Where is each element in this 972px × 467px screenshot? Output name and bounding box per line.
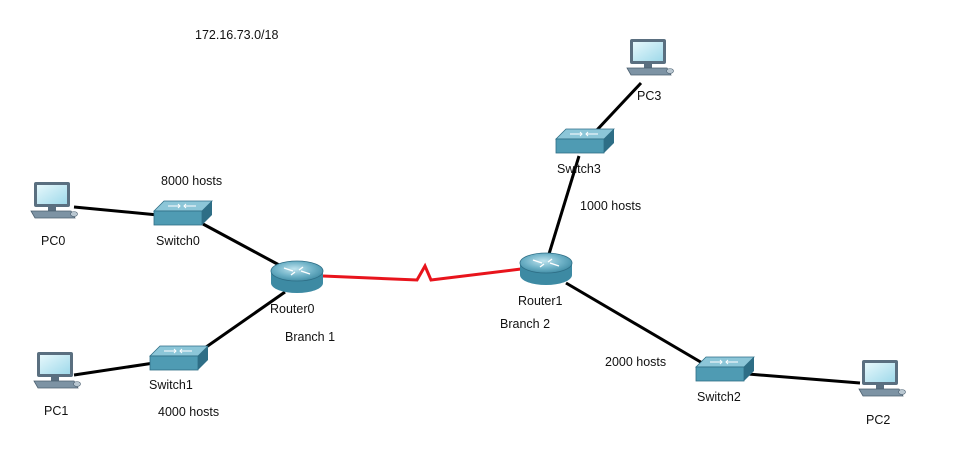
link-switch3-pc3[interactable] bbox=[594, 81, 643, 133]
switch0-label: Switch0 bbox=[156, 234, 200, 248]
branch1-note: Branch 1 bbox=[285, 330, 335, 344]
switch2-hosts-note: 2000 hosts bbox=[605, 355, 666, 369]
switch3-icon[interactable] bbox=[555, 128, 615, 154]
pc0-label: PC0 bbox=[41, 234, 65, 248]
device-labels: PC0 PC1 PC2 PC3 Switch0 Switch1 Switch2 … bbox=[41, 89, 890, 427]
switch1-icon[interactable] bbox=[149, 345, 209, 371]
pc1-icon[interactable] bbox=[33, 352, 81, 389]
link-router1-switch2[interactable] bbox=[565, 281, 705, 366]
annotations: 172.16.73.0/18 8000 hosts 4000 hosts 200… bbox=[158, 28, 666, 419]
link-router1-switch3[interactable] bbox=[547, 155, 581, 255]
switch1-label: Switch1 bbox=[149, 378, 193, 392]
link-switch1-router0[interactable] bbox=[198, 290, 286, 354]
pc3-icon[interactable] bbox=[626, 39, 674, 76]
links bbox=[73, 81, 861, 385]
pc2-icon[interactable] bbox=[858, 360, 906, 397]
router0-label: Router0 bbox=[270, 302, 315, 316]
router1-icon[interactable] bbox=[519, 252, 573, 285]
switch0-icon[interactable] bbox=[153, 200, 213, 226]
pc0-icon[interactable] bbox=[30, 182, 78, 219]
switch3-label: Switch3 bbox=[557, 162, 601, 176]
switch2-icon[interactable] bbox=[695, 356, 755, 382]
switch2-label: Switch2 bbox=[697, 390, 741, 404]
link-pc0-switch0[interactable] bbox=[73, 205, 159, 217]
branch2-note: Branch 2 bbox=[500, 317, 550, 331]
switch0-hosts-note: 8000 hosts bbox=[161, 174, 222, 188]
link-switch2-pc2[interactable] bbox=[747, 372, 861, 385]
link-router0-router1-serial[interactable] bbox=[322, 262, 522, 282]
pc2-label: PC2 bbox=[866, 413, 890, 427]
pc1-label: PC1 bbox=[44, 404, 68, 418]
devices bbox=[30, 39, 906, 397]
network-address: 172.16.73.0/18 bbox=[195, 28, 278, 42]
switch1-hosts-note: 4000 hosts bbox=[158, 405, 219, 419]
pc3-label: PC3 bbox=[637, 89, 661, 103]
link-pc1-switch1[interactable] bbox=[73, 361, 155, 377]
router0-icon[interactable] bbox=[270, 260, 324, 293]
link-switch0-router0[interactable] bbox=[202, 222, 282, 268]
switch3-hosts-note: 1000 hosts bbox=[580, 199, 641, 213]
router1-label: Router1 bbox=[518, 294, 563, 308]
